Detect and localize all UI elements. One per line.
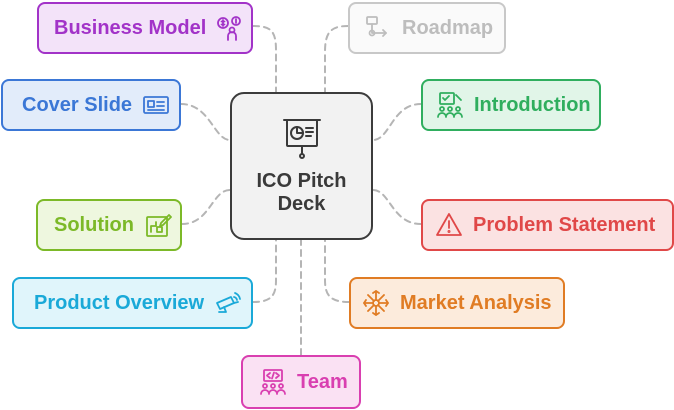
team-label: Team: [297, 370, 348, 393]
security-camera-icon: [214, 289, 242, 317]
solution-node[interactable]: Solution: [36, 199, 182, 251]
blueprint-icon: [144, 211, 172, 239]
product-overview-node[interactable]: Product Overview: [12, 277, 253, 329]
connector-solution: [181, 189, 231, 225]
connector-roadmap: [324, 25, 349, 93]
roadmap-label: Roadmap: [402, 16, 494, 39]
solution-label: Solution: [54, 213, 134, 236]
connector-problem-statement: [372, 189, 422, 225]
roadmap-node[interactable]: Roadmap: [348, 2, 506, 54]
cover-slide-label: Cover Slide: [22, 93, 133, 116]
flowchart-icon: [364, 14, 392, 42]
problem-statement-label: Problem Statement: [473, 213, 656, 236]
cover-slide-node[interactable]: Cover Slide: [1, 79, 181, 131]
connector-market-analysis: [324, 239, 350, 303]
team-board-icon: [436, 91, 464, 119]
team-node[interactable]: Team: [241, 355, 361, 409]
presentation-chart-icon: [278, 114, 326, 162]
introduction-label: Introduction: [474, 93, 591, 116]
central-topic-node[interactable]: ICO Pitch Deck: [230, 92, 373, 240]
connector-cover-slide: [180, 103, 231, 141]
business-model-node[interactable]: Business Model: [37, 2, 253, 54]
warning-icon: [435, 211, 463, 239]
problem-statement-node[interactable]: Problem Statement: [421, 199, 674, 251]
connector-business-model: [252, 25, 277, 93]
network-burst-icon: [362, 289, 390, 317]
product-overview-label: Product Overview: [34, 291, 205, 314]
connector-introduction: [372, 103, 422, 141]
developer-team-icon: [259, 368, 287, 396]
connector-product-overview: [252, 239, 277, 303]
money-person-icon: [216, 14, 244, 42]
market-analysis-node[interactable]: Market Analysis: [349, 277, 565, 329]
market-analysis-label: Market Analysis: [400, 291, 552, 314]
business-model-label: Business Model: [54, 16, 207, 39]
id-card-icon: [142, 91, 170, 119]
introduction-node[interactable]: Introduction: [421, 79, 601, 131]
central-topic-title: ICO Pitch Deck: [256, 170, 347, 215]
